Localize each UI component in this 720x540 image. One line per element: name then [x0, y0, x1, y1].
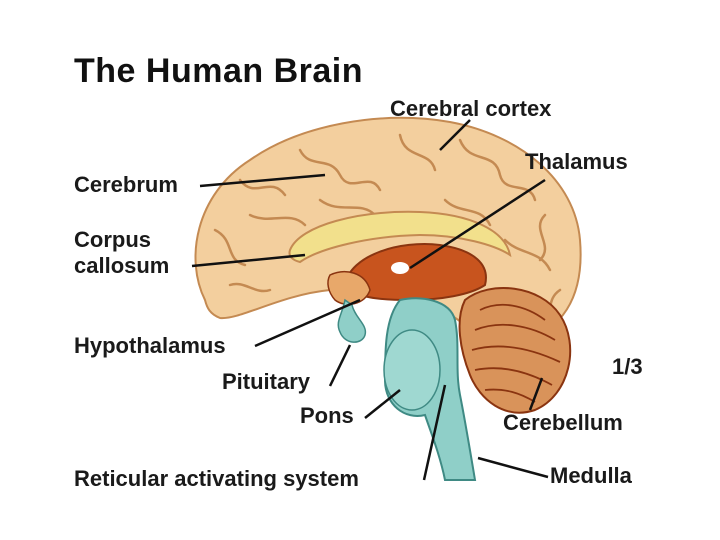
pointer-pituitary: [328, 344, 352, 387]
corpus-callosum-shape: [288, 210, 512, 264]
pointer-cerebellum: [528, 377, 544, 411]
label-pointers: [191, 119, 549, 481]
label-hypothalamus: Hypothalamus: [74, 333, 226, 358]
label-thalamus: Thalamus: [525, 149, 628, 174]
page-title: The Human Brain: [74, 52, 363, 90]
label-pons: Pons: [300, 403, 354, 428]
pointer-medulla: [477, 456, 549, 479]
label-cerebellum: Cerebellum: [503, 410, 623, 435]
label-cerebrum: Cerebrum: [74, 172, 178, 197]
pointer-hypothalamus: [254, 298, 361, 348]
label-reticular-activating-system: Reticular activating system: [74, 466, 359, 491]
pointer-cerebral-cortex: [439, 119, 471, 151]
pointer-reticular: [422, 384, 447, 481]
label-pituitary: Pituitary: [222, 369, 311, 394]
pons-shape: [383, 329, 441, 411]
pointer-thalamus: [409, 178, 546, 270]
page-indicator: 1/3: [612, 354, 643, 379]
thalamus-shape: [343, 243, 487, 302]
pituitary-shape: [337, 298, 367, 343]
label-corpus-callosum-line2: callosum: [74, 253, 170, 278]
pointer-pons: [364, 389, 401, 419]
pointer-cerebrum: [199, 173, 326, 188]
cerebellum-folds: [471, 303, 561, 403]
label-medulla: Medulla: [550, 463, 632, 488]
label-corpus-callosum-line1: Corpus: [74, 227, 151, 252]
label-cerebral-cortex: Cerebral cortex: [390, 96, 552, 121]
pointer-corpus-callosum: [191, 253, 306, 268]
thalamus-highlight: [391, 262, 409, 274]
